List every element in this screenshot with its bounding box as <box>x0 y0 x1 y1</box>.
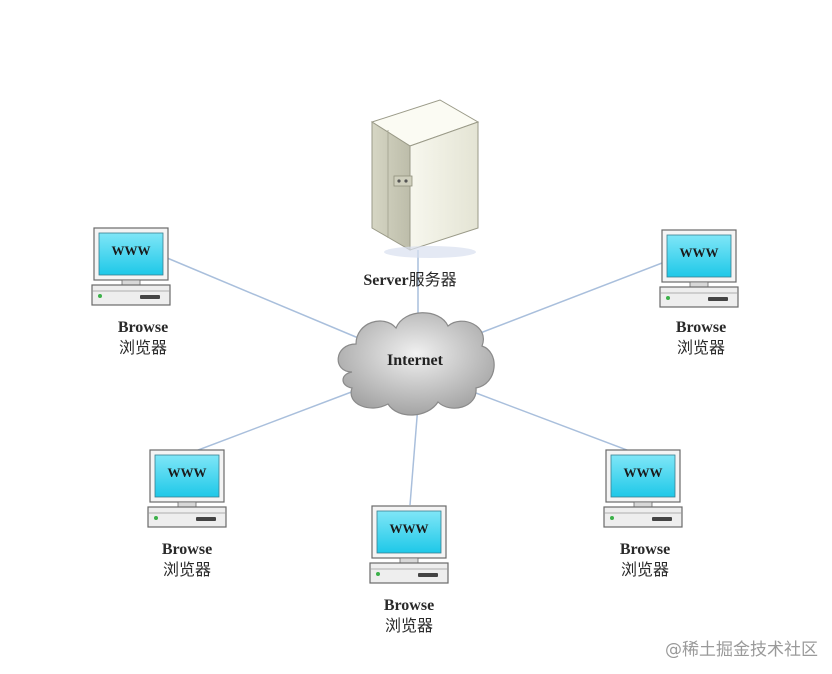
client-label-bottomleft: Browse 浏览器 <box>132 540 242 580</box>
screen-text: WWW <box>168 465 207 480</box>
screen <box>98 232 164 276</box>
client-label-en: Browse <box>117 319 169 336</box>
links <box>159 250 676 506</box>
link-client-bottomright <box>467 389 641 456</box>
screen-text: WWW <box>624 465 663 480</box>
client-label-zh: 浏览器 <box>384 616 433 635</box>
client-label-topright: Browse 浏览器 <box>646 318 756 358</box>
link-client-bottomleft <box>184 387 363 456</box>
client-label-zh: 浏览器 <box>620 560 669 579</box>
link-client-bottom <box>409 404 419 506</box>
screen <box>666 234 732 278</box>
client-label-en: Browse <box>619 541 671 558</box>
screen <box>610 454 676 498</box>
screen <box>154 454 220 498</box>
computer-icon-topright: WWW <box>659 229 739 308</box>
server-label: Server服务器 <box>340 266 480 290</box>
server-label-en: Server <box>363 272 409 289</box>
server-label-zh: 服务器 <box>408 270 457 289</box>
client-label-zh: 浏览器 <box>118 338 167 357</box>
client-label-zh: 浏览器 <box>676 338 725 357</box>
link-client-topleft <box>159 254 376 346</box>
screen-text: WWW <box>112 243 151 258</box>
client-label-en: Browse <box>675 319 727 336</box>
screen-text: WWW <box>390 521 429 536</box>
internet-label: Internet <box>387 352 443 369</box>
computer-icon-topleft: WWW <box>91 227 171 306</box>
link-client-topright <box>461 257 676 341</box>
computer-icon-bottomright: WWW <box>603 449 683 528</box>
client-label-bottomright: Browse 浏览器 <box>590 540 700 580</box>
client-label-topleft: Browse 浏览器 <box>88 318 198 358</box>
watermark: @稀土掘金技术社区 <box>665 640 818 660</box>
computer-icon-bottomleft: WWW <box>147 449 227 528</box>
server-tower-icon <box>370 99 480 258</box>
client-label-en: Browse <box>161 541 213 558</box>
client-label-bottom: Browse 浏览器 <box>354 596 464 636</box>
clients-layer: WWW WWW WWW WWW WWW <box>91 227 739 584</box>
computer-icon-bottom: WWW <box>369 505 449 584</box>
client-label-en: Browse <box>383 597 435 614</box>
screen <box>376 510 442 554</box>
cloud-icon <box>337 312 495 416</box>
screen-text: WWW <box>680 245 719 260</box>
client-label-zh: 浏览器 <box>162 560 211 579</box>
